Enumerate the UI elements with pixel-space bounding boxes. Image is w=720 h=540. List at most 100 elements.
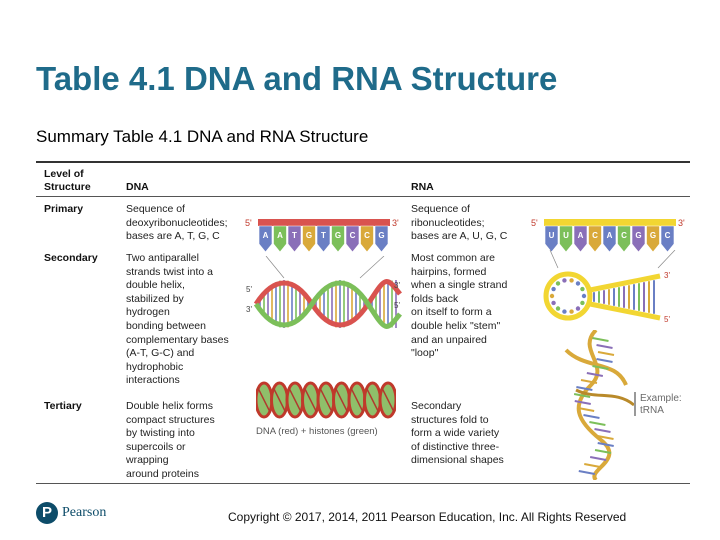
dna-3-prime-label: 3': [392, 218, 399, 228]
trna-base-pair: [589, 456, 607, 461]
trna-base-pair: [580, 379, 598, 384]
level-tertiary: Tertiary: [44, 400, 82, 412]
loop-base: [562, 278, 567, 283]
loop-base: [555, 306, 561, 311]
rna-base-2: [573, 225, 588, 253]
slide-subtitle: Summary Table 4.1 DNA and RNA Structure: [36, 127, 369, 146]
rna-base-letter-1: U: [563, 231, 569, 240]
header-dna: DNA: [126, 181, 149, 193]
dna-strand-green: [253, 280, 402, 329]
helix-5-label-bottom: 5': [394, 301, 400, 310]
trna-base-pair: [577, 407, 595, 412]
trna-base-pair: [576, 386, 593, 391]
rna-base-4: [602, 225, 617, 253]
pearson-logo: P Pearson: [36, 502, 106, 524]
trna-base-pair: [596, 358, 613, 363]
rna-3-prime-label: 3': [678, 218, 685, 228]
level-primary: Primary: [44, 203, 84, 215]
dna-base-5: [331, 225, 345, 253]
rna-base-letter-6: G: [635, 231, 641, 240]
dna-base-1: [273, 225, 287, 253]
rna-base-5: [617, 225, 631, 253]
dna-base-7: [360, 225, 374, 253]
header-level: Level of Structure: [44, 168, 91, 193]
helix-3-label-top: 3': [394, 281, 400, 290]
loop-base: [580, 300, 585, 306]
hairpin-5-label: 5': [664, 315, 670, 324]
dna-base-3: [302, 225, 316, 253]
pearson-logo-mark: P: [36, 502, 58, 524]
dna-base-letter-1: A: [277, 231, 283, 240]
dna-5-prime-label: 5': [245, 218, 252, 228]
rna-base-letter-7: G: [650, 231, 656, 240]
rna-base-7: [646, 225, 660, 253]
rna-backbone: [544, 219, 676, 226]
level-secondary: Secondary: [44, 252, 98, 264]
example-bracket: [634, 392, 636, 416]
loop-base: [549, 293, 555, 299]
dna-double-helix-figure: 5' 3' 3' 5': [246, 256, 402, 329]
rna-base-letter-5: C: [621, 231, 627, 240]
loop-base: [569, 278, 574, 283]
rna-primary-text: Sequence of ribonucleotides; bases are A…: [411, 203, 508, 243]
loop-base: [551, 300, 556, 306]
trna-base-pair: [592, 365, 609, 370]
dna-tertiary-text: Double helix forms compact structures by…: [126, 400, 215, 480]
rna-base-6: [631, 225, 646, 253]
loop-base: [551, 286, 556, 292]
trna-base-pair: [573, 393, 591, 398]
helix-3-label-bottom: 3': [246, 305, 252, 314]
dna-base-0: [258, 225, 273, 253]
trna-base-pair: [574, 400, 591, 405]
loop-base: [569, 309, 574, 314]
example-trna-label: Example: tRNA: [640, 393, 682, 416]
trna-base-pair: [597, 442, 614, 447]
dna-base-letter-8: G: [378, 231, 384, 240]
trna-base-pair: [594, 449, 612, 454]
trna-base-pair: [586, 372, 604, 377]
rna-base-letter-8: C: [665, 231, 671, 240]
table-bottom-rule: [36, 483, 690, 484]
dna-base-4: [316, 225, 331, 253]
loop-base: [575, 281, 581, 286]
rna-secondary-text: Most common are hairpins, formed when a …: [411, 252, 508, 360]
dna-base-6: [345, 225, 360, 253]
dna-base-letter-2: T: [292, 231, 297, 240]
dna-base-letter-7: C: [364, 231, 370, 240]
loop-base: [581, 293, 587, 299]
dna-base-2: [287, 225, 302, 253]
loop-base: [562, 309, 567, 314]
table-top-rule: [36, 161, 690, 163]
trna-base-pair: [594, 428, 611, 433]
dna-base-8: [374, 225, 389, 253]
pearson-logo-word: Pearson: [62, 505, 107, 520]
rna-base-8: [660, 225, 675, 253]
dna-base-letter-5: G: [335, 231, 341, 240]
rna-tertiary-text: Secondary structures fold to form a wide…: [411, 400, 504, 467]
dna-base-letter-3: G: [306, 231, 312, 240]
trna-base-pair: [583, 414, 600, 419]
rna-base-letter-2: A: [578, 231, 584, 240]
rna-base-1: [559, 225, 573, 253]
rna-base-3: [588, 225, 602, 253]
rna-hairpin-figure: 3' 5': [543, 250, 676, 324]
trna-3d-figure: [564, 330, 635, 480]
loop-base: [555, 281, 561, 286]
dna-tertiary-supercoil-figure: DNA (red) + histones (green): [256, 381, 396, 437]
loop-base: [575, 306, 581, 311]
trna-base-pair: [597, 435, 614, 440]
rna-stem-bottom: [589, 301, 661, 321]
dna-tertiary-caption: DNA (red) + histones (green): [256, 426, 378, 437]
rna-5-prime-label: 5': [531, 218, 538, 228]
helix-5-label-top: 5': [246, 285, 252, 294]
copyright-text: Copyright © 2017, 2014, 2011 Pearson Edu…: [228, 510, 627, 524]
trna-base-pair: [596, 344, 613, 349]
rna-base-letter-4: A: [607, 231, 613, 240]
rna-base-letter-3: C: [592, 231, 598, 240]
loop-base: [580, 286, 585, 292]
dna-primary-text: Sequence of deoxyribonucleotides; bases …: [126, 203, 228, 243]
hairpin-3-label: 3': [664, 271, 670, 280]
header-rna: RNA: [411, 181, 434, 193]
